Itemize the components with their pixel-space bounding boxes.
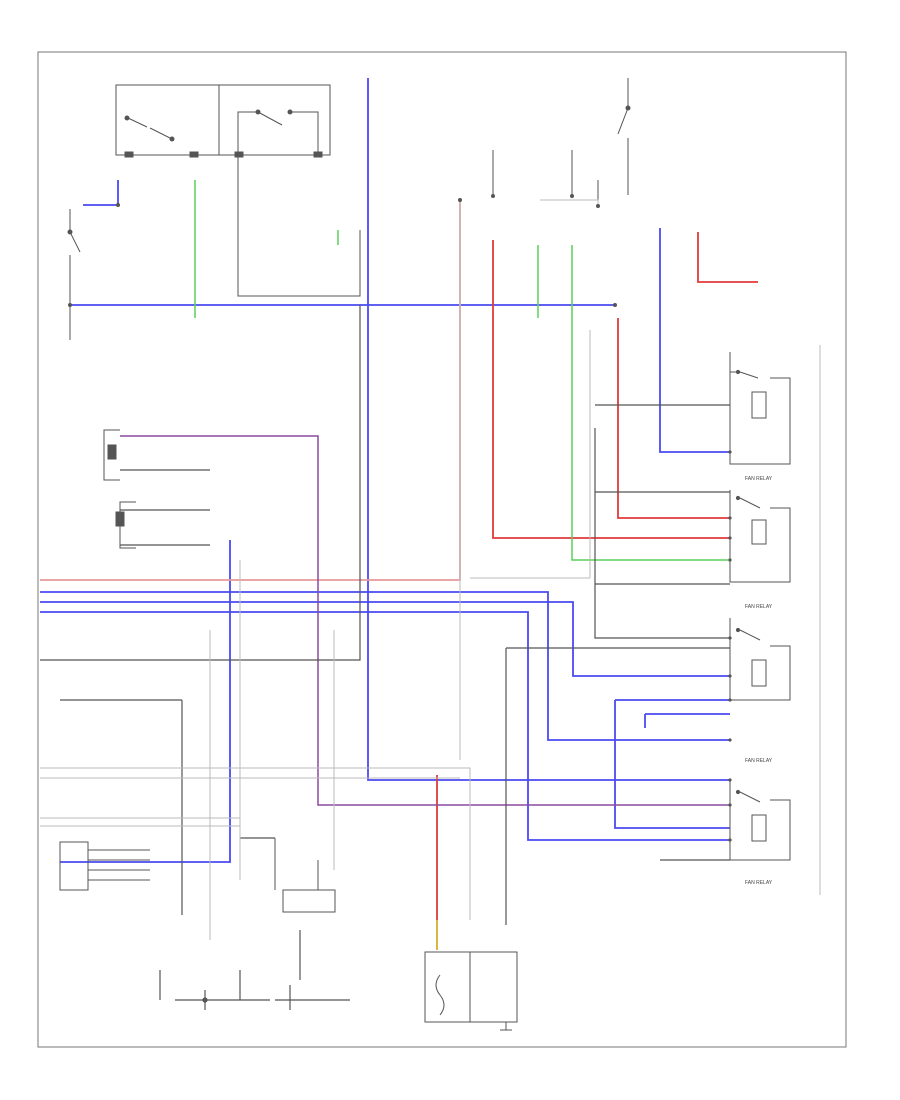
relay-label-3: FAN RELAY <box>745 758 773 764</box>
ground-right <box>275 930 350 1010</box>
diagram-frame <box>37 51 847 1048</box>
green-wires <box>194 180 730 561</box>
fan-motor <box>424 951 518 1031</box>
relay-4 <box>729 780 791 861</box>
blue-wires <box>40 78 730 863</box>
sensor-left-2 <box>115 501 136 549</box>
relay-2 <box>729 490 791 583</box>
purple-wires <box>120 435 730 806</box>
relay-1 <box>729 352 791 465</box>
resistor-block <box>274 838 336 913</box>
connector-left-bottom <box>59 841 150 891</box>
pressure-switch-box-right <box>218 84 331 156</box>
light-wires <box>40 199 821 940</box>
dark-wires <box>40 305 730 925</box>
relay-label-1: FAN RELAY <box>745 476 773 482</box>
relay-3 <box>729 618 791 701</box>
ground-left <box>159 970 270 1010</box>
pressure-switch-box-left <box>115 84 220 156</box>
fuse-column <box>492 78 631 206</box>
relay-label-2: FAN RELAY <box>745 604 773 610</box>
junction-dots <box>68 194 732 842</box>
sensor-left-1 <box>103 429 120 481</box>
relay-label-4: FAN RELAY <box>745 880 773 886</box>
switch-top-left <box>67 209 81 340</box>
control-box-upper <box>237 155 361 297</box>
connector-tabs-top <box>124 151 323 158</box>
